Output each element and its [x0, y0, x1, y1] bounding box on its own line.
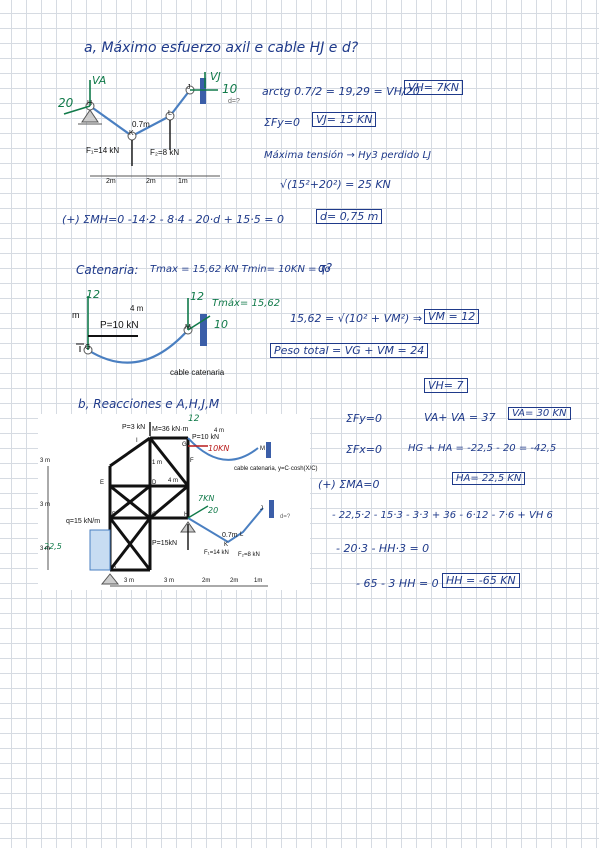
fig3-w10: 10KN [208, 444, 230, 453]
fig2-m: m [72, 310, 80, 320]
q2-peso: Peso total = VG + VM = 24 [270, 343, 429, 358]
fig3-y2: 3 m [40, 502, 51, 508]
fig3-node-m: M [260, 446, 265, 452]
q3-ma: (+) ΣMA=0 [318, 478, 380, 491]
q3-heading: b, Reacciones e A,H,J,M [78, 397, 220, 411]
fig1-r10: 10 [222, 82, 238, 96]
fig3-node-a: A [112, 564, 117, 570]
fig3-sag: 0.7m [222, 532, 238, 539]
fig3-f20: 20 [208, 506, 219, 515]
q2-ans-vm: VM = 12 [424, 309, 480, 324]
fig1-d: d=? [228, 98, 240, 105]
fig3-v1: 1 m [152, 460, 163, 466]
q1-eq-arctg: arctg 0.7/2 = 19,29 = VH/20 [262, 85, 420, 98]
fig3-s4: 4 m [168, 478, 179, 484]
fig3-y3: 3 m [40, 546, 51, 552]
fig2-tmax: Tmáx= 15,62 [212, 298, 281, 309]
q1-ans-vh: VH= 7KN [404, 80, 463, 95]
q1-note: Máxima tensión → Hy3 perdido LJ [264, 150, 431, 161]
fig3-b4: 2m [230, 578, 239, 584]
fig1-node-l: L [168, 110, 172, 117]
q3-sumfx: ΣFx=0 [346, 443, 383, 456]
fig1-vj: VJ [210, 70, 221, 83]
fig1-node-k: K [129, 130, 134, 137]
fig3-f7: 7KN [198, 494, 215, 503]
q2-vh7: VH= 7 [424, 378, 468, 393]
fig3-node-j: J [260, 506, 263, 512]
q3-sumfy: ΣFy=0 [346, 412, 383, 425]
q2-tensions: Tmax = 15,62 KN Tmin= 10KN = To [150, 264, 331, 275]
q3-line1: - 22,5·2 - 15·3 - 3·3 + 36 - 6·12 - 7·6 … [332, 510, 553, 521]
fig3-y1: 3 m [40, 458, 51, 464]
fig3-m36: M=36 kN·m [152, 426, 189, 433]
fig3-node-b: B [112, 512, 117, 518]
fig1-f2: F₂=8 kN [150, 148, 180, 157]
fig3-b2: 3 m [164, 578, 175, 584]
fig3-q15: q=15 kN/m [66, 518, 101, 525]
fig3-d: d=? [280, 514, 291, 520]
fig1-dim2: 2m [146, 178, 156, 185]
fig3-cable: cable catenaria, y=C·cosh(X/C) [234, 466, 318, 472]
q3-eq-fy: VA+ VA = 37 [424, 411, 496, 424]
q3-line3: - 65 - 3 HH = 0 [356, 577, 439, 590]
figure-catenary-svg [76, 296, 211, 364]
figure-frame-svg [47, 422, 274, 587]
q1-ans-d: d= 0,75 m [316, 209, 383, 224]
q2-eq: 15,62 = √(10² + VM²) ⇒ [290, 312, 423, 325]
fig3-node-l: L [240, 532, 244, 538]
fig1-h20: 20 [58, 96, 74, 110]
fig3-node-g: G [182, 442, 187, 448]
q3-ans-va: VA= 30 KN [508, 407, 571, 420]
fig3-b3: 2m [202, 578, 211, 584]
figure-frame-structure: P=3 kN M=36 kN·m P=10 kN 10KN 12 4 m 1 m… [38, 414, 318, 590]
fig1-node-h: H [87, 100, 93, 107]
fig2-l12b: 12 [190, 290, 204, 303]
fig1-dim3: 1m [178, 178, 188, 185]
fig2-p: P=10 kN [100, 320, 139, 331]
fig2-node-g: G [85, 344, 91, 351]
figure-catenary: 12 12 Tmáx= 15,62 10 4 m m P=10 kN G M c… [70, 288, 280, 383]
fig3-h4: 4 m [214, 428, 225, 434]
q3-ans-ha: HA= 22,5 KN [452, 472, 526, 485]
fig1-sag: 0.7m [132, 120, 150, 129]
fig3-b5: 1m [254, 578, 263, 584]
fig1-dim1: 2m [106, 178, 116, 185]
fig3-node-k: K [224, 542, 229, 548]
figure-cable-hj-svg [63, 72, 220, 177]
q1-moment: (+) ΣMH=0 -14·2 - 8·4 - 20·d + 15·5 = 0 [62, 213, 284, 226]
q2-question: q? [318, 261, 332, 275]
fig3-p3: P=3 kN [122, 424, 146, 431]
q1-heading: a, Máximo esfuerzo axil e cable HJ e d? [84, 40, 359, 56]
fig3-p10: P=10 kN [192, 434, 220, 441]
fig3-node-h: H [184, 512, 189, 518]
fig3-node-e: E [100, 480, 105, 486]
fig3-p15: P=15kN [152, 540, 178, 547]
fig3-node-f: F [190, 458, 194, 464]
fig2-cable: cable catenaria [170, 368, 225, 377]
q1-ans-vj: VJ= 15 KN [312, 112, 377, 127]
q3-eq-fx: HG + HA = -22,5 - 20 = -42,5 [408, 443, 557, 454]
fig1-f1: F₁=14 kN [86, 146, 120, 155]
fig3-node-c: C [152, 512, 157, 518]
fig3-r12: 12 [188, 414, 200, 424]
fig1-va: VA [92, 74, 107, 87]
fig1-node-j: J [187, 84, 191, 91]
fig3-node-i: I [136, 438, 138, 444]
fig2-l10: 10 [214, 318, 228, 331]
fig3-node-d: D [152, 480, 157, 486]
q1-eq-sumfy: ΣFy=0 [264, 116, 301, 129]
fig2-len: 4 m [130, 304, 144, 313]
q3-line2: - 20·3 - HH·3 = 0 [336, 542, 430, 555]
fig2-node-m: M [185, 324, 191, 331]
fig3-r225: 22,5 [44, 542, 62, 551]
q2-heading: Catenaria: [76, 263, 139, 277]
fig3-f1: F₁=14 kN [204, 550, 229, 556]
q1-sqrt: √(15²+20²) = 25 KN [280, 178, 391, 191]
fig2-l12a: 12 [86, 288, 100, 301]
q3-ans-hh: HH = -65 KN [442, 573, 520, 588]
figure-cable-hj: VA 20 VJ 10 H J K L 0.7m d=? F₁=14 kN F₂… [50, 70, 250, 195]
fig3-f2: F₂=8 kN [238, 552, 260, 558]
fig3-b1: 3 m [124, 578, 135, 584]
